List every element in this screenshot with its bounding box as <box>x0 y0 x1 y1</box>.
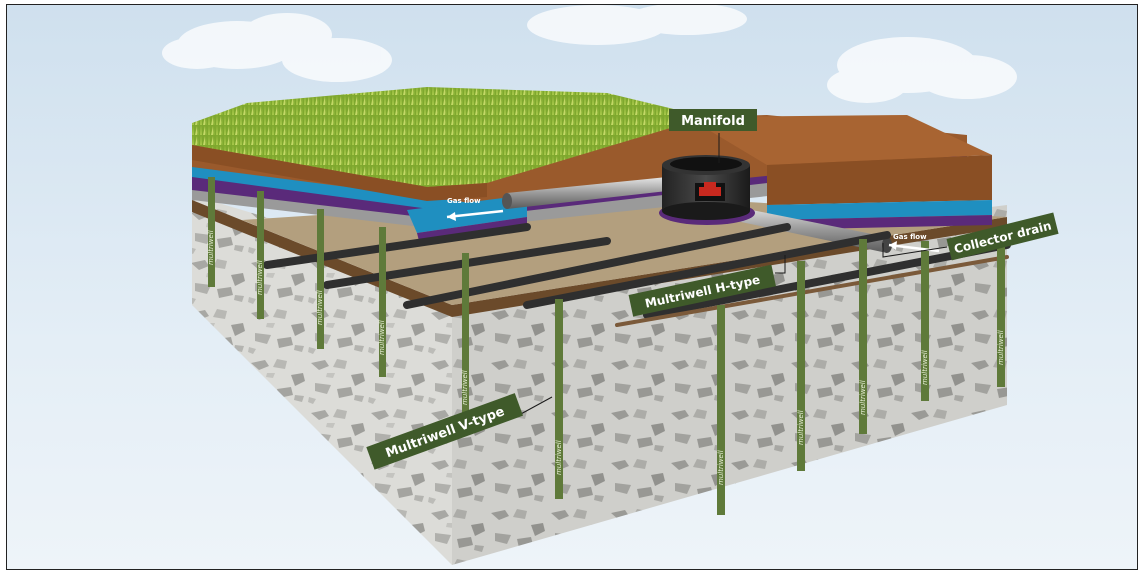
well-stamp: multriwell <box>461 370 469 405</box>
label-manifold-text: Manifold <box>681 114 745 129</box>
leader-lines <box>518 133 948 416</box>
diagram-frame: multriwell multriwell multriwell multriw… <box>6 4 1138 570</box>
arrow-left-icon <box>446 209 504 219</box>
gas-flow-left: Gas flow <box>446 197 504 221</box>
well-stamp: multriwell <box>316 290 324 325</box>
label-manifold: Manifold <box>669 109 757 131</box>
collector-pipe-left <box>502 177 667 209</box>
well-stamp: multriwell <box>997 330 1005 365</box>
clouds <box>162 5 1017 103</box>
diagram-canvas: multriwell multriwell multriwell multriw… <box>7 5 1137 569</box>
well-stamp: multriwell <box>207 230 215 265</box>
gas-flow-label: Gas flow <box>893 233 927 241</box>
h-type-drains <box>263 223 1011 327</box>
gas-flow-label: Gas flow <box>447 197 481 205</box>
topsoil-side-right <box>767 155 992 205</box>
purple-channel <box>417 217 527 241</box>
blue-side-right <box>767 200 992 220</box>
well-stamp: multriwell <box>378 320 386 355</box>
well-stamp: multriwell <box>859 380 867 415</box>
manifold-chamber <box>659 155 755 225</box>
v-type-wells <box>208 177 1005 515</box>
arrow-left-icon <box>889 241 897 250</box>
well-stamp: multriwell <box>921 350 929 385</box>
well-stamp: multriwell <box>256 260 264 295</box>
well-stamp: multriwell <box>555 440 563 475</box>
well-stamp: multriwell <box>717 450 725 485</box>
grass-field <box>192 87 707 187</box>
topsoil-top-right <box>687 115 992 165</box>
grass-soil-edge <box>192 145 487 201</box>
arrow-left-icon <box>447 212 456 221</box>
well-stamp: multriwell <box>797 410 805 445</box>
v-type-well-stamps: multriwell multriwell multriwell multriw… <box>207 230 1005 485</box>
